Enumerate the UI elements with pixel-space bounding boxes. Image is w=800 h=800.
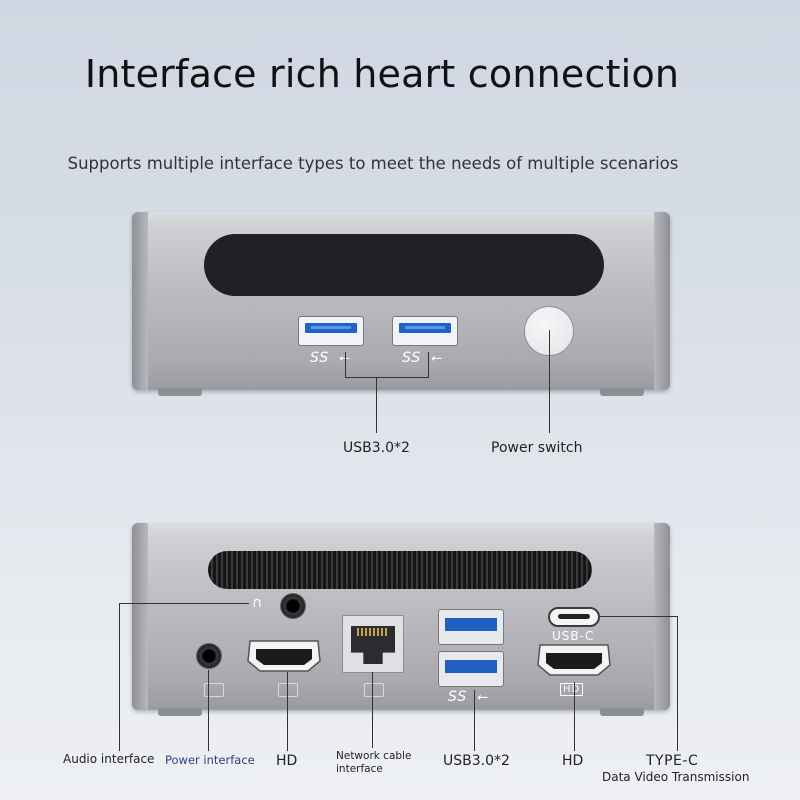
- callout-line: [600, 616, 678, 617]
- dc-power-jack: [196, 643, 222, 669]
- callout-line: [345, 377, 429, 378]
- callout-line: [549, 330, 550, 433]
- usb-trident-icon: ⭠: [476, 689, 489, 705]
- ss-usb-mark-1: SS: [310, 350, 330, 366]
- front-usb-port-1: [298, 316, 364, 346]
- power-emboss-icon: [204, 683, 224, 697]
- front-usb-port-2: [392, 316, 458, 346]
- device-back-view: ∩ SS ⭠ USB-C HD: [132, 523, 670, 716]
- ethernet-port: [342, 615, 404, 673]
- audio-jack: [280, 593, 306, 619]
- callout-line: [376, 377, 377, 433]
- callout-line: [287, 672, 288, 751]
- callout-line: [474, 690, 475, 751]
- callout-line: [119, 603, 249, 604]
- network-cable-label-line2: interface: [336, 763, 383, 775]
- air-vent: [208, 551, 592, 589]
- hdmi-port-left: [246, 639, 322, 673]
- callout-line: [119, 603, 120, 751]
- callout-line: [208, 670, 209, 751]
- callout-line: [677, 616, 678, 751]
- hd-emboss-icon: [278, 683, 298, 697]
- typec-label: TYPE-C: [646, 753, 699, 769]
- callout-line: [428, 352, 429, 378]
- hd-badge: HD: [560, 683, 584, 696]
- usb-trident-icon: ⭠: [430, 350, 443, 366]
- back-usb-port-1: [438, 609, 504, 645]
- page-subtitle: Supports multiple interface types to mee…: [67, 154, 679, 173]
- headphone-icon: ∩: [252, 595, 264, 611]
- hd-left-label: HD: [276, 753, 298, 769]
- device-foot: [600, 708, 644, 716]
- typec-sub-label: Data Video Transmission: [602, 770, 750, 784]
- usb30-back-label: USB3.0*2: [443, 753, 510, 769]
- ss-usb-mark-2: SS: [402, 350, 422, 366]
- callout-line: [372, 672, 373, 748]
- page-title: Interface rich heart connection: [84, 52, 680, 96]
- usb-c-port: [548, 607, 600, 627]
- callout-line: [345, 352, 346, 378]
- usb30-front-label: USB3.0*2: [343, 440, 410, 456]
- device-front-view: SS ⭠ SS ⭠: [132, 212, 670, 396]
- device-foot: [600, 388, 644, 396]
- power-interface-label: Power interface: [165, 753, 255, 767]
- ss-usb-mark-back: SS: [448, 689, 468, 705]
- network-cable-label: Network cable: [336, 750, 412, 762]
- hd-right-label: HD: [562, 753, 584, 769]
- power-switch-label: Power switch: [491, 440, 583, 456]
- front-glossy-panel: [204, 234, 604, 296]
- callout-line: [574, 682, 575, 751]
- device-foot: [158, 388, 202, 396]
- back-usb-port-2: [438, 651, 504, 687]
- usb-c-port-mark: USB-C: [552, 629, 595, 643]
- network-emboss-icon: [364, 683, 384, 697]
- usb-trident-icon: ⭠: [338, 350, 350, 366]
- device-foot: [158, 708, 202, 716]
- audio-interface-label: Audio interface: [63, 752, 155, 766]
- hdmi-port-right: [536, 643, 612, 677]
